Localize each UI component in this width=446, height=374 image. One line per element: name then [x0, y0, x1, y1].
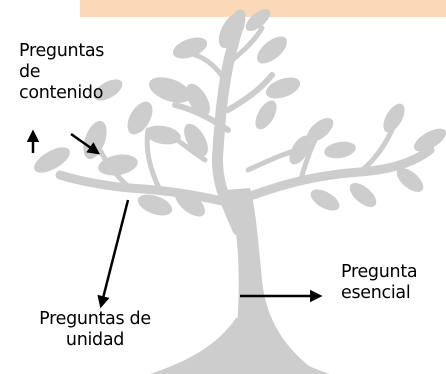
label-line: de	[19, 62, 41, 82]
label-line: Preguntas	[19, 41, 105, 61]
label-line: esencial	[341, 283, 411, 303]
label-line: Pregunta	[341, 262, 418, 282]
tree-roots	[150, 318, 330, 374]
header-banner	[80, 0, 446, 17]
label-pregunta-esencial: Pregunta esencial	[341, 262, 418, 304]
label-line: contenido	[19, 83, 104, 103]
label-preguntas-de-contenido: Preguntas de contenido	[19, 41, 104, 104]
label-preguntas-de-unidad: Preguntas de unidad	[31, 309, 159, 351]
label-line: Preguntas de	[39, 309, 151, 329]
label-line: unidad	[65, 330, 125, 350]
